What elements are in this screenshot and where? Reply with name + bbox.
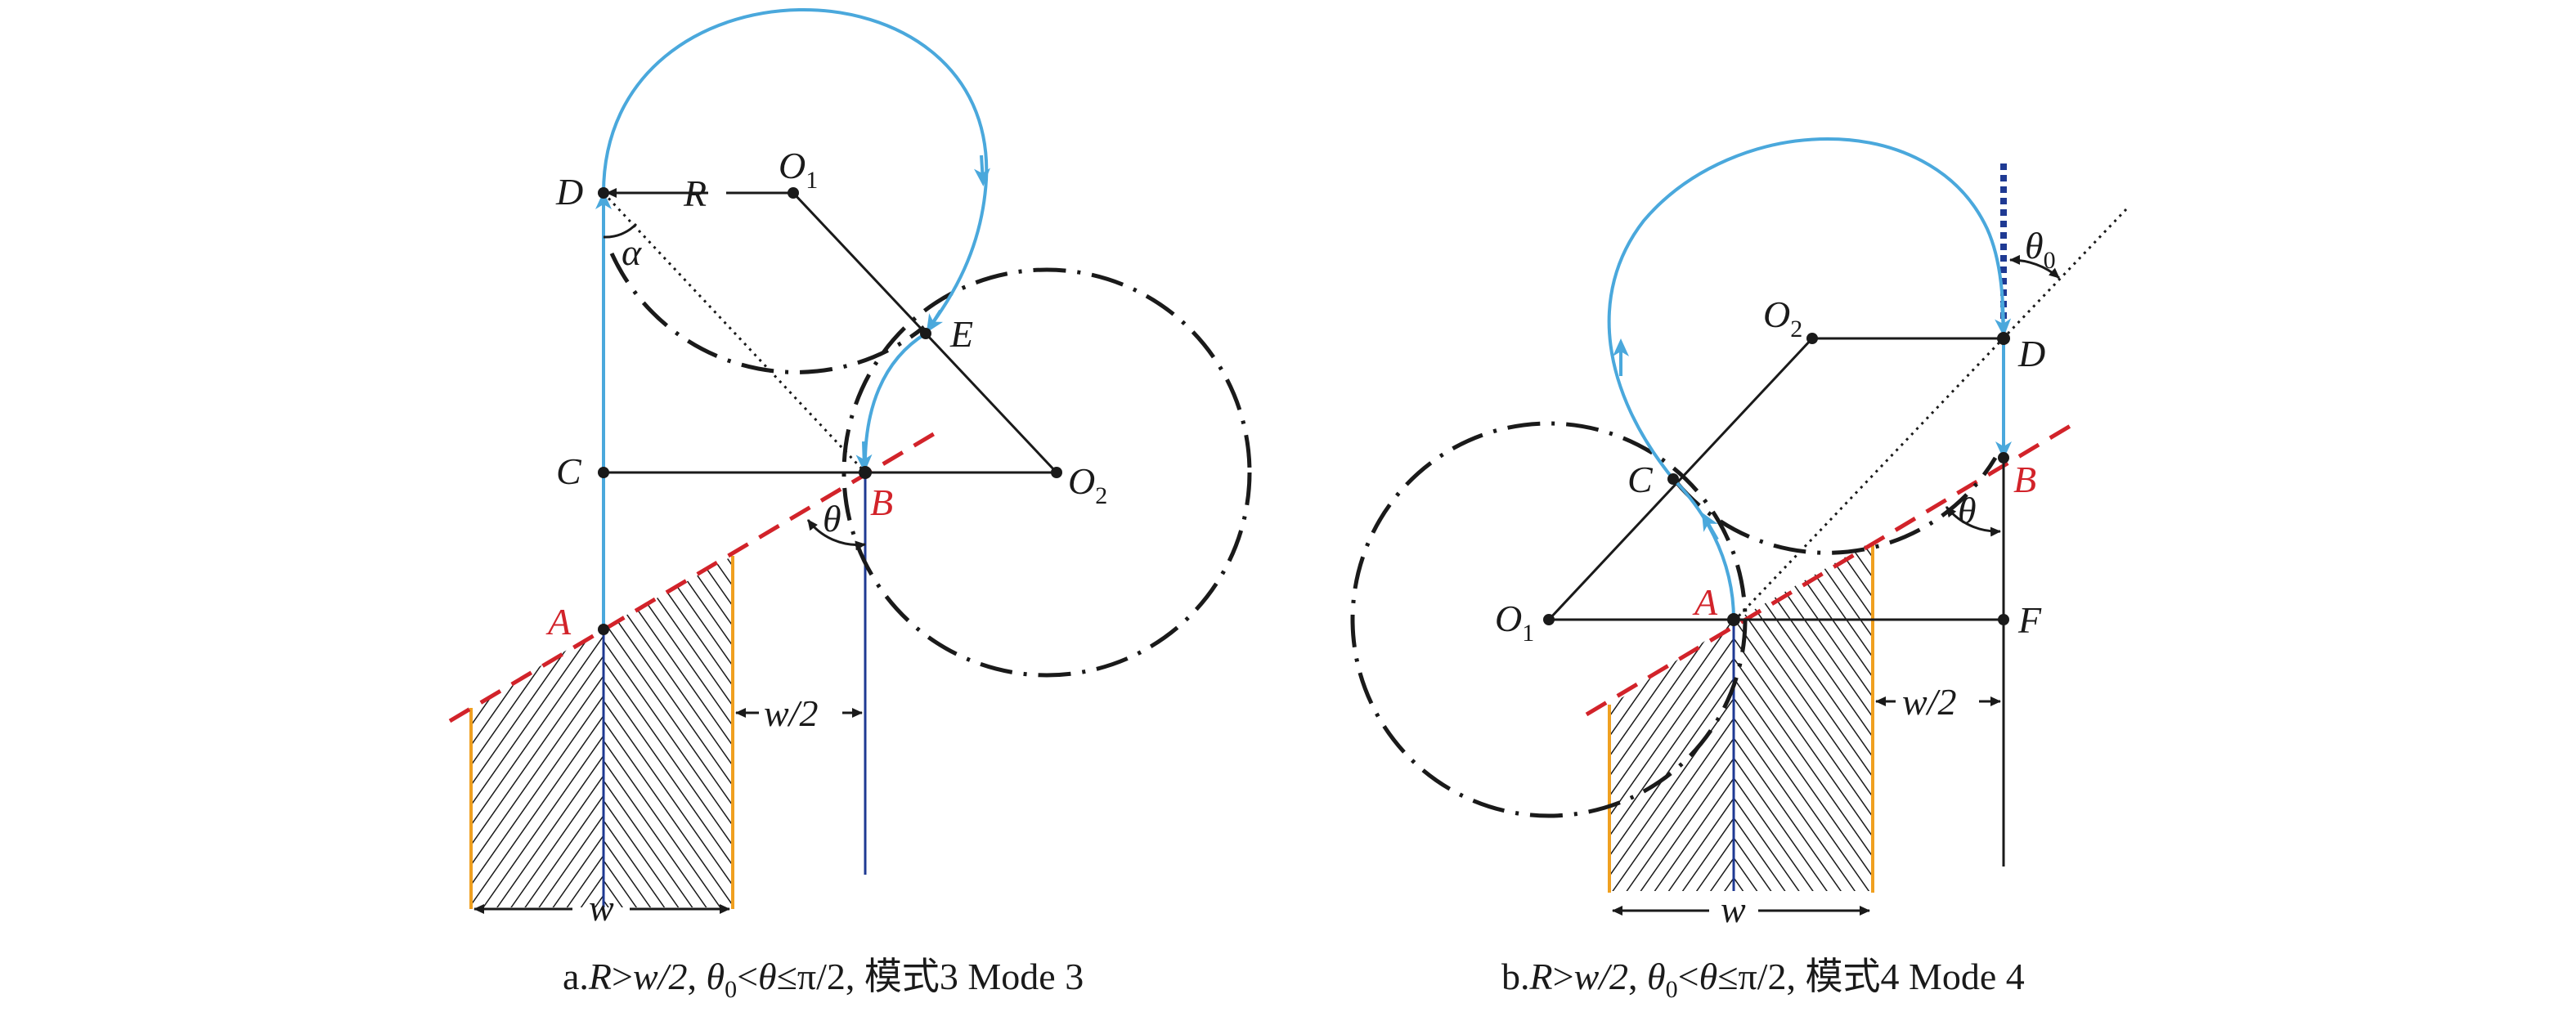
panel-b-hatched-body xyxy=(1609,541,1873,891)
panel-a-dotted-DB xyxy=(602,191,867,474)
panel-b-blue-arc-big xyxy=(1607,137,2005,481)
panel-a-label-w: w xyxy=(589,887,614,929)
panel-a-point-O2 xyxy=(1051,467,1062,478)
panel-a-point-O1 xyxy=(788,187,799,199)
panel-b-label-B: B xyxy=(2013,459,2036,500)
panel-a-label-O1: O1 xyxy=(779,145,818,194)
panel-a-point-D xyxy=(598,187,609,199)
panel-a-arrow-to-E xyxy=(926,309,944,334)
panel-b-point-O1 xyxy=(1543,614,1555,625)
panel-b-arrow-AC xyxy=(1702,512,1719,540)
panel-b-circle-O1 xyxy=(1350,421,1748,818)
panel-a-label-alpha: α xyxy=(622,231,642,273)
panel-a-alpha-arc xyxy=(603,222,638,239)
panel-b-label-A: A xyxy=(1692,581,1718,623)
panel-b-line-O1O2 xyxy=(1547,337,1814,621)
panel-a-label-B: B xyxy=(870,481,893,523)
panel-a-label-E: E xyxy=(949,313,973,355)
panel-b-point-B xyxy=(1998,452,2009,463)
panel-a-point-B xyxy=(859,466,872,479)
panel-b-label-w: w xyxy=(1721,889,1746,930)
panel-b-red-dashed-line xyxy=(1585,419,2079,717)
panel-b-label-O2: O2 xyxy=(1763,293,1802,343)
panel-a-blue-arc-big xyxy=(602,8,989,335)
panel-b-point-C xyxy=(1667,473,1679,485)
panel-b: θ0 O2 D C B θ O1 A F w/2 w b.R>w/2, θ0<θ… xyxy=(1350,137,2128,1003)
panel-b-point-D xyxy=(1997,332,2010,345)
panel-b-caption: b.R>w/2, θ0<θ≤π/2, 模式4 Mode 4 xyxy=(1501,956,2025,1003)
panel-a-caption: a.R>w/2, θ0<θ≤π/2, 模式3 Mode 3 xyxy=(563,956,1084,1003)
panel-b-theta0-arc xyxy=(2009,254,2060,280)
panel-b-label-D: D xyxy=(2017,333,2045,374)
panel-a-arrow-down xyxy=(974,154,990,186)
panel-a-circle-O2 xyxy=(841,267,1252,678)
panel-a: D R O1 α E C B O2 θ A w/2 w a.R>w/2, θ0<… xyxy=(448,8,1252,1003)
panel-a-point-A xyxy=(598,624,609,635)
panel-a-label-A: A xyxy=(545,601,572,643)
panel-a-label-C: C xyxy=(556,450,582,492)
panel-b-dotted-AD xyxy=(1732,208,2128,623)
panel-b-arrow-to-D xyxy=(1995,302,2012,337)
panel-b-label-C: C xyxy=(1627,459,1654,500)
panel-a-label-R: R xyxy=(683,172,707,214)
panel-b-theta-arc xyxy=(1945,506,2001,537)
panel-a-label-O2: O2 xyxy=(1068,460,1107,509)
panel-b-label-O1: O1 xyxy=(1495,598,1534,647)
panel-b-label-theta: θ xyxy=(1958,490,1977,531)
panel-b-label-theta0: θ0 xyxy=(2025,225,2056,274)
panel-a-label-whalf: w/2 xyxy=(764,692,818,734)
panel-a-point-E xyxy=(920,328,931,339)
panel-a-label-theta: θ xyxy=(823,498,841,540)
panel-a-label-D: D xyxy=(555,171,583,213)
panel-b-point-O2 xyxy=(1806,333,1818,344)
panel-b-point-F xyxy=(1998,614,2009,625)
panel-a-arc-O1 xyxy=(609,252,926,374)
panel-a-theta-arc xyxy=(806,519,866,551)
panel-a-red-dashed-line xyxy=(448,428,942,723)
panel-b-arc-O2 xyxy=(1675,456,1998,555)
panel-b-point-A xyxy=(1727,613,1740,626)
panel-b-label-whalf: w/2 xyxy=(1902,681,1956,723)
panel-b-label-F: F xyxy=(2017,599,2042,641)
panel-a-blue-arc-small xyxy=(863,332,927,473)
panel-a-point-C xyxy=(598,467,609,478)
